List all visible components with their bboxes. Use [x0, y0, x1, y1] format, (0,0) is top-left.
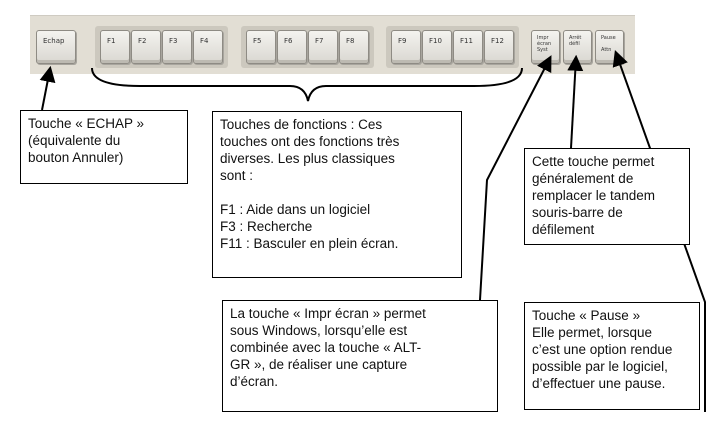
callout-pause: Touche « Pause » Elle permet, lorsque c’… — [524, 302, 700, 410]
callout-function-keys-line: diverses. Les plus classiques — [220, 151, 395, 166]
f10-key: F10 — [422, 30, 452, 64]
callout-function-keys-line — [220, 184, 454, 201]
function-keys-brace — [91, 67, 523, 102]
callout-scroll-lock: Cette touche permet généralement de remp… — [524, 148, 690, 245]
f2-key: F2 — [131, 30, 161, 64]
callout-pause-line: c’est une option rendue — [532, 342, 673, 357]
f8-key: F8 — [339, 30, 369, 64]
f1-key: F1 — [100, 30, 130, 64]
callout-function-keys-line: F1 : Aide dans un logiciel — [220, 202, 371, 217]
callout-function-keys-line: Touches de fonctions : Ces — [220, 117, 383, 132]
callout-function-keys-line: touches ont des fonctions très — [220, 134, 400, 149]
pause-arrow — [612, 49, 706, 412]
callout-function-keys-line: F11 : Basculer en plein écran. — [220, 236, 399, 251]
f6-key: F6 — [277, 30, 307, 64]
f12-key: F12 — [484, 30, 514, 64]
callout-esc-line: Touche « ECHAP » — [28, 116, 145, 131]
f9-key: F9 — [391, 30, 421, 64]
f4-key: F4 — [193, 30, 223, 64]
callout-print-screen-line: GR », de réaliser une capture — [230, 357, 408, 372]
f5-key: F5 — [246, 30, 276, 64]
callout-scroll-lock-line: remplacer le tandem — [532, 188, 656, 203]
callout-esc-line: bouton Annuler) — [28, 150, 124, 165]
callout-scroll-lock-line: généralement de — [532, 171, 634, 186]
callout-pause-line: Elle permet, lorsque — [532, 325, 653, 340]
callout-pause-line: Touche « Pause » — [532, 308, 641, 323]
f7-key: F7 — [308, 30, 338, 64]
f3-key: F3 — [162, 30, 192, 64]
callout-print-screen: La touche « Impr écran » permet sous Win… — [222, 300, 498, 412]
print-screen-arrow — [479, 55, 552, 301]
f11-key: F11 — [453, 30, 483, 64]
callout-print-screen-line: La touche « Impr écran » permet — [230, 306, 426, 321]
callout-pause-line: d’effectuer une pause. — [532, 376, 666, 391]
callout-scroll-lock-line: défilement — [532, 222, 595, 237]
callout-print-screen-line: sous Windows, lorsqu’elle est — [230, 323, 408, 338]
callout-print-screen-line: d’écran. — [230, 374, 279, 389]
callout-esc: Touche « ECHAP » (équivalente du bouton … — [20, 110, 188, 184]
callout-scroll-lock-line: souris-barre de — [532, 205, 623, 220]
callout-print-screen-line: combinée avec la touche « ALT- — [230, 340, 422, 355]
callout-function-keys-line: F3 : Recherche — [220, 219, 313, 234]
scroll-lock-arrow — [567, 54, 584, 149]
esc-arrow — [39, 65, 56, 111]
callout-pause-line: possible par le logiciel, — [532, 359, 668, 374]
callout-esc-line: (équivalente du — [28, 133, 121, 148]
callout-scroll-lock-line: Cette touche permet — [532, 154, 655, 169]
callout-function-keys: Touches de fonctions : Ces touches ont d… — [212, 111, 462, 278]
callout-function-keys-line: sont : — [220, 168, 254, 183]
esc-key: Echap — [36, 30, 76, 64]
